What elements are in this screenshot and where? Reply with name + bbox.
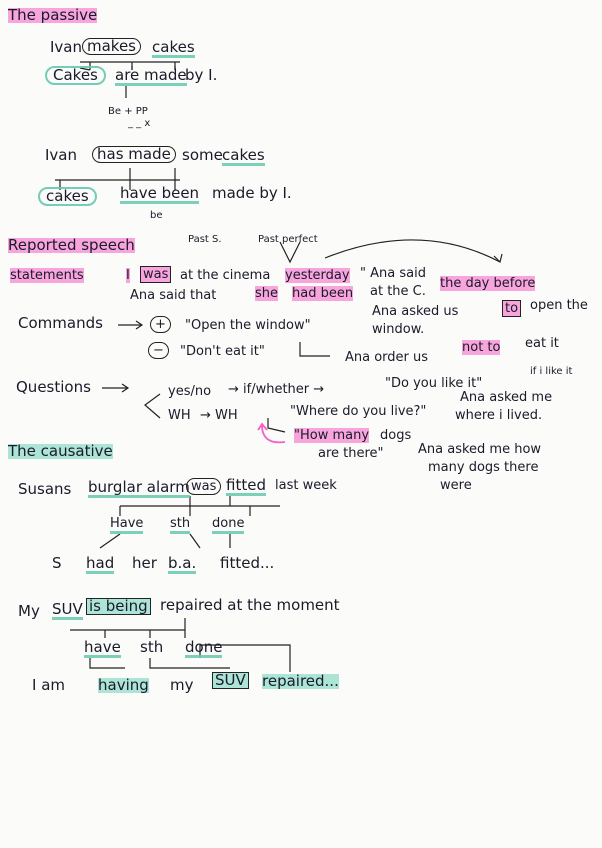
passive-ex2-be: be [150, 210, 163, 221]
question-ex2-rep1: Ana asked me [460, 390, 553, 405]
questions-label: Questions [16, 378, 91, 396]
statement-she: she [255, 286, 279, 301]
passive-ex1-p-by: by I. [185, 66, 218, 84]
causative-ex2-c-my: my [170, 676, 194, 694]
question-ex3-rep3: were [440, 478, 472, 493]
causative-ex2-done: done [185, 638, 223, 658]
passive-ex1-object: cakes [152, 38, 195, 58]
command-minus: − [148, 342, 169, 359]
causative-ex2-my: My [18, 602, 40, 620]
causative-ex2-c-suv: SUV [212, 672, 249, 689]
statements-label: statements [10, 268, 84, 283]
question-are-there: are there" [318, 446, 384, 461]
causative-ex2-rest: repaired at the moment [160, 596, 340, 614]
question-ex1-rep: if i like it [530, 366, 573, 377]
command-plus: + [150, 316, 171, 333]
question-ex1: "Do you like it" [385, 376, 483, 391]
command-neg-rep1: Ana order us [345, 350, 429, 365]
passive-formula-marks: _ _ x [128, 118, 151, 129]
passive-ex1-p-subject: Cakes [45, 66, 106, 85]
question-dogs: dogs [380, 428, 412, 443]
causative-formula-have: Have [110, 516, 144, 534]
command-not-to: not to [462, 340, 501, 355]
causative-ex1-c-ba: b.a. [168, 554, 197, 574]
causative-ex1-c-fitted: fitted... [220, 554, 275, 572]
statement-i: I [126, 268, 130, 283]
passive-ex1-p-verb: are made [115, 66, 187, 86]
question-wh-arrow: → WH [200, 408, 238, 423]
causative-ex2-suv: SUV [52, 600, 83, 620]
statement-rep-start: Ana said that [130, 288, 217, 303]
statement-said: " Ana said [360, 266, 426, 281]
causative-ex1-object: burglar alarm [88, 478, 190, 498]
commands-label: Commands [18, 314, 103, 332]
reported-heading: Reported speech [8, 236, 135, 254]
statement-was: was [140, 266, 172, 283]
statement-yesterday: yesterday [285, 268, 350, 283]
passive-ex2-p-subject: cakes [38, 187, 97, 206]
passive-ex1-verb: makes [82, 38, 141, 55]
command-neg-rep2: eat it [525, 336, 559, 351]
causative-ex2-c-start: I am [32, 676, 65, 694]
causative-ex1-c-had: had [86, 554, 115, 574]
command-positive: "Open the window" [185, 318, 311, 333]
command-pos-rep3: window. [372, 322, 425, 337]
causative-ex2-sth: sth [140, 638, 164, 656]
passive-heading: The passive [8, 6, 98, 24]
passive-ex2-p-rest: made by I. [212, 184, 292, 202]
causative-ex1-c-her: her [132, 554, 157, 572]
causative-formula-sth: sth [170, 516, 191, 534]
question-if: → if/whether → [228, 382, 325, 397]
statement-day-before: the day before [440, 276, 536, 291]
statement-rep-mid: at the C. [370, 284, 426, 299]
passive-ex2-subject: Ivan [45, 146, 77, 164]
question-ex2-rep2: where i lived. [455, 408, 543, 423]
question-how-many: "How many [294, 428, 370, 443]
command-negative: "Don't eat it" [180, 344, 265, 359]
causative-ex2-have: have [84, 638, 121, 658]
passive-ex2-p-verb: have been [120, 184, 200, 204]
passive-ex2-some: some [182, 146, 223, 164]
question-yesno: yes/no [168, 384, 212, 399]
passive-formula: Be + PP [108, 106, 148, 117]
question-ex2: "Where do you live?" [290, 404, 427, 419]
causative-ex1-fitted: fitted [226, 476, 266, 496]
command-to: to [502, 300, 522, 317]
passive-ex1-subject: Ivan [50, 38, 82, 56]
causative-ex2-is-being: is being [86, 598, 151, 615]
causative-heading: The causative [8, 442, 113, 460]
causative-formula-done: done [212, 516, 245, 534]
causative-ex1-was: was [186, 478, 222, 495]
causative-ex1-subject: Susans [18, 480, 72, 498]
causative-ex1-time: last week [275, 478, 337, 493]
question-ex3-rep2: many dogs there [428, 460, 539, 475]
question-wh: WH [168, 408, 191, 423]
statement-had-been: had been [292, 286, 354, 301]
question-ex3-rep1: Ana asked me how [418, 442, 542, 457]
causative-ex2-c-repaired: repaired... [262, 672, 339, 690]
statement-rest: at the cinema [180, 268, 271, 283]
causative-ex2-c-having: having [98, 676, 149, 694]
tense-past-simple: Past S. [188, 234, 222, 245]
command-pos-rep2: open the [530, 298, 588, 313]
command-pos-rep1: Ana asked us [372, 304, 459, 319]
passive-ex2-object: cakes [222, 146, 265, 166]
causative-ex1-c-s: S [52, 554, 62, 572]
passive-ex2-verb: has made [92, 146, 176, 163]
tense-past-perfect: Past perfect [258, 234, 318, 245]
